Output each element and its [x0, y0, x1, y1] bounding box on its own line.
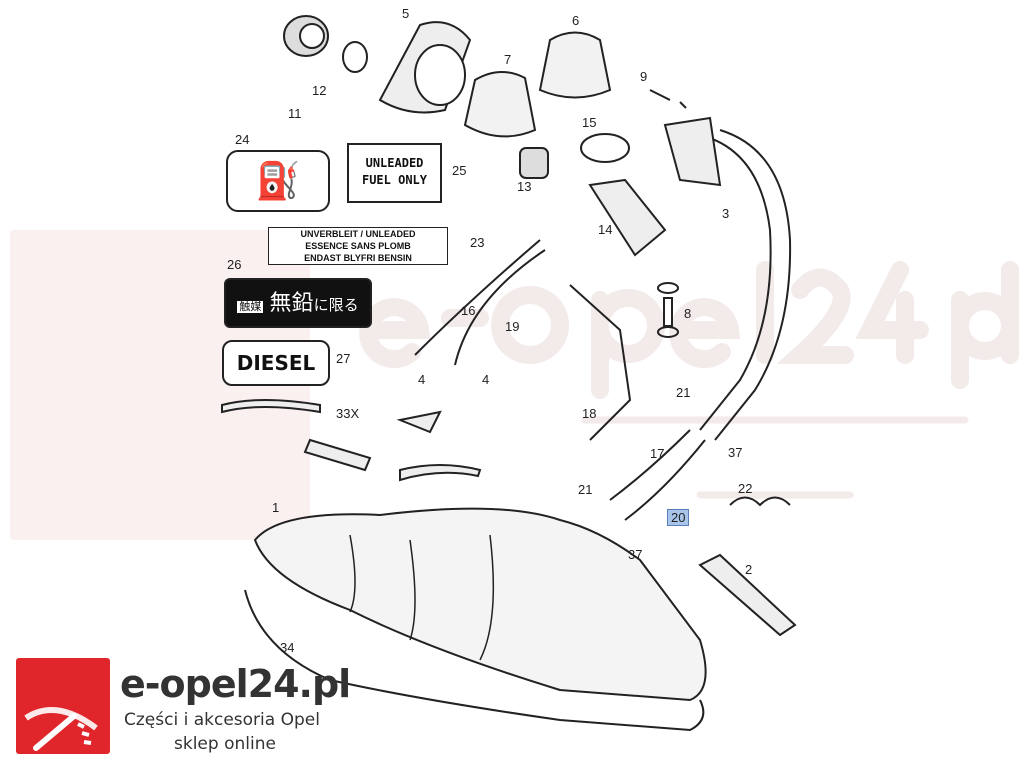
decal-25-line2: FUEL ONLY	[361, 173, 428, 187]
decal-26-rest: に限る	[313, 297, 359, 314]
part-label: 13	[517, 179, 532, 194]
part-2-strip	[698, 553, 797, 637]
part-label: 12	[312, 83, 327, 98]
part-8-bolt	[657, 282, 679, 338]
decal-24-fuel-pump: ⛽	[226, 150, 330, 212]
part-label: 7	[504, 52, 512, 67]
decal-26-big: 無鉛	[269, 290, 314, 315]
part-12-ring	[342, 41, 368, 73]
part-label: 15	[582, 115, 597, 130]
part-3-filler-pipe	[699, 129, 792, 441]
decal-26-small: 触媒	[237, 301, 264, 313]
part-33x-pad	[221, 399, 321, 414]
part-label: 22	[738, 481, 753, 496]
part-label: 6	[572, 13, 580, 28]
part-label: 5	[402, 6, 410, 21]
part-label: 1	[272, 500, 280, 515]
decal-23-line2: ESSENCE SANS PLOMB	[305, 241, 411, 251]
part-label: 4	[418, 372, 426, 387]
fuel-pump-icon: ⛽	[255, 160, 301, 201]
part-label: 11	[288, 106, 302, 121]
part-6-boot	[538, 31, 612, 99]
part-9-screw	[649, 89, 687, 109]
logo-sub: sklep online	[174, 734, 276, 754]
part-label: 8	[684, 306, 692, 321]
part-label: 21	[676, 385, 691, 400]
part-label: 4	[482, 372, 490, 387]
part-label: 37	[628, 547, 643, 562]
decal-25: UNLEADED FUEL ONLY	[347, 143, 442, 203]
decal-25-line1: UNLEADED	[365, 156, 424, 170]
decal-23-line3: ENDAST BLYFRI BENSIN	[304, 253, 412, 263]
part-5-housing	[378, 21, 472, 114]
part-14-valve	[588, 178, 667, 257]
part-16-hose	[414, 239, 541, 356]
logo-tagline: Części i akcesoria Opel	[124, 710, 320, 730]
part-label: 33X	[336, 406, 360, 421]
part-label: 26	[227, 257, 242, 272]
part-label: 19	[505, 319, 520, 334]
part-19-hose	[454, 249, 546, 366]
decal-23: UNVERBLEIT / UNLEADED ESSENCE SANS PLOMB…	[268, 227, 448, 265]
part-17-hose	[609, 429, 706, 521]
part-label: 34	[280, 640, 295, 655]
part-label: 2	[745, 562, 753, 577]
logo-mark	[16, 658, 110, 754]
part-label: 37	[728, 445, 743, 460]
part-label: 21	[578, 482, 593, 497]
part-15-circlip	[580, 133, 630, 163]
decal-26: 触媒 無鉛に限る	[224, 278, 372, 328]
part-label: 17	[650, 446, 665, 461]
part-label: 18	[582, 406, 597, 421]
part-22-clamp	[729, 496, 791, 507]
part-label: 14	[598, 222, 613, 237]
decal-27: DIESEL	[222, 340, 330, 386]
part-7-boot	[463, 71, 537, 138]
part-label: 3	[722, 206, 730, 221]
decal-23-line1: UNVERBLEIT / UNLEADED	[300, 229, 416, 239]
part-label: 9	[640, 69, 648, 84]
part-13-clip	[519, 147, 549, 179]
part-label: 16	[461, 303, 476, 318]
part-label: 24	[235, 132, 250, 147]
part-18-line	[569, 284, 632, 441]
part-34-strap	[244, 589, 705, 732]
logo-brand: e-opel24.pl	[120, 662, 351, 706]
part-label: 27	[336, 351, 351, 366]
part-label: 23	[470, 235, 485, 250]
part-label: 25	[452, 163, 467, 178]
part-label-highlighted[interactable]: 20	[667, 509, 690, 526]
speedometer-icon	[24, 707, 98, 751]
part-11-cap	[283, 15, 329, 57]
